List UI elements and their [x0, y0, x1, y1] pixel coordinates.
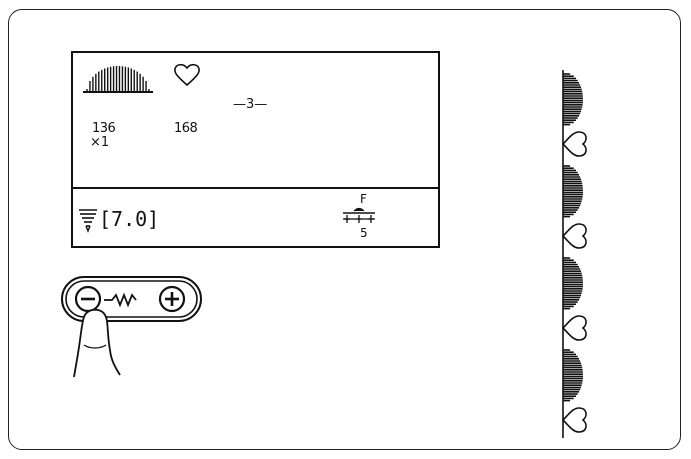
sequence-count: —3— [233, 97, 268, 112]
presser-foot-icon [343, 207, 375, 223]
finger-pressing-icon [73, 308, 121, 378]
zigzag-icon [104, 292, 137, 308]
heart-stitch-icon [174, 63, 200, 87]
pattern-2-number: 168 [174, 121, 198, 136]
stitch-width-icon [79, 209, 97, 233]
repeat-multiplier: ×1 [90, 135, 110, 150]
pattern-1-number: 136 [92, 121, 116, 136]
illustration-frame [8, 9, 681, 450]
lcd-screen: 136 ×1 168 —3— [7.0] F 5 [71, 51, 440, 248]
satin-scallop-stitch-icon [83, 66, 153, 93]
stitch-sample-preview [561, 70, 587, 438]
presser-foot-letter: F [360, 192, 367, 206]
lcd-divider [73, 187, 438, 189]
increase-width-button[interactable] [158, 285, 186, 313]
thread-tension-value: 5 [360, 226, 368, 240]
stitch-width-value: [7.0] [99, 207, 160, 231]
